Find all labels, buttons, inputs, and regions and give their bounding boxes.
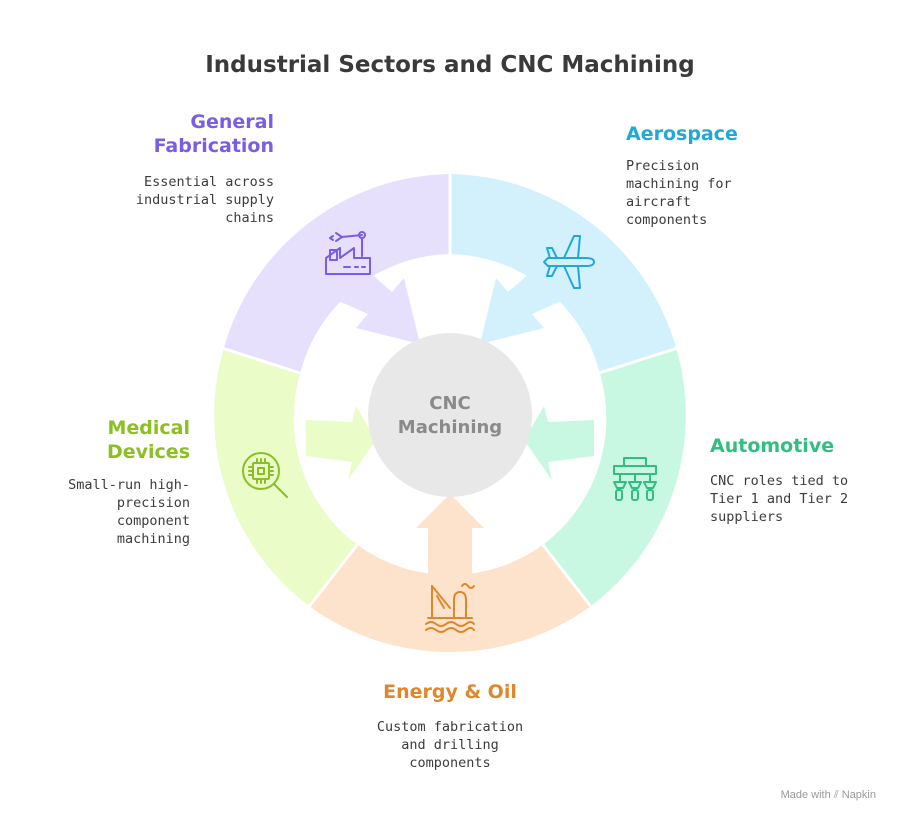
desc-line: chains — [225, 210, 274, 226]
desc-line: components — [409, 755, 491, 771]
made-with-napkin-footer[interactable]: Made with ⫽ Napkin — [781, 789, 876, 802]
footer-made-with: Made with — [780, 789, 831, 801]
arrow-general-fabrication — [332, 266, 420, 344]
aerospace-title: Aerospace — [626, 122, 826, 146]
automotive-title-line1: Automotive — [710, 435, 835, 457]
sector-energy-oil — [309, 544, 591, 653]
napkin-logo-icon: ⫽ — [833, 789, 839, 801]
sector-aerospace — [450, 174, 677, 374]
desc-line: aircraft — [626, 194, 692, 210]
general-fabrication-title-line1: General — [190, 111, 274, 133]
airplane-icon — [543, 235, 595, 289]
desc-line: machining — [116, 531, 190, 547]
automotive-description: CNC roles tied to Tier 1 and Tier 2 supp… — [710, 472, 890, 526]
footer-brand: Napkin — [841, 789, 876, 801]
center-label: CNC Machining — [370, 392, 530, 440]
aerospace-description: Precision machining for aircraft compone… — [626, 157, 826, 229]
chip-magnifier-icon — [242, 452, 288, 498]
automotive-title: Automotive — [710, 434, 890, 458]
assembly-line-icon — [613, 457, 657, 501]
desc-line: machining for — [626, 176, 732, 192]
center-label-line2: Machining — [397, 417, 503, 438]
medical-devices-title-line2: Devices — [106, 441, 190, 463]
desc-line: suppliers — [710, 509, 784, 525]
medical-devices-title-line1: Medical — [107, 417, 190, 439]
arrow-aerospace — [480, 266, 568, 344]
arrow-automotive — [524, 406, 594, 480]
desc-line: precision — [116, 495, 190, 511]
aerospace-title-line1: Aerospace — [626, 123, 738, 145]
desc-line: Small-run high- — [68, 477, 190, 493]
energy-oil-title-line1: Energy & Oil — [383, 681, 517, 703]
general-fabrication-description: Essential across industrial supply chain… — [80, 173, 274, 227]
general-fabrication-title: General Fabrication — [100, 110, 274, 158]
center-circle — [368, 333, 532, 497]
desc-line: Precision — [626, 158, 700, 174]
desc-line: industrial supply — [135, 192, 274, 208]
medical-devices-title: Medical Devices — [40, 416, 190, 464]
page-title: Industrial Sectors and CNC Machining — [205, 52, 695, 78]
arrow-medical-devices — [306, 406, 376, 480]
energy-oil-title: Energy & Oil — [300, 680, 600, 704]
desc-line: components — [626, 212, 708, 228]
general-fabrication-title-line2: Fabrication — [153, 135, 274, 157]
sector-automotive — [542, 348, 686, 607]
desc-line: CNC roles tied to — [710, 473, 849, 489]
medical-devices-description: Small-run high- precision component mach… — [20, 476, 190, 548]
desc-line: and drilling — [401, 737, 499, 753]
center-label-line1: CNC — [429, 393, 471, 414]
desc-line: Custom fabrication — [376, 719, 524, 735]
desc-line: Tier 1 and Tier 2 — [710, 491, 849, 507]
factory-robot-arm-icon — [325, 231, 371, 275]
oil-rig-icon — [425, 583, 475, 633]
desc-line: component — [116, 513, 190, 529]
arrow-energy-oil — [416, 494, 484, 575]
sector-medical-devices — [214, 348, 358, 607]
energy-oil-description: Custom fabrication and drilling componen… — [300, 718, 600, 772]
desc-line: Essential across — [143, 174, 274, 190]
